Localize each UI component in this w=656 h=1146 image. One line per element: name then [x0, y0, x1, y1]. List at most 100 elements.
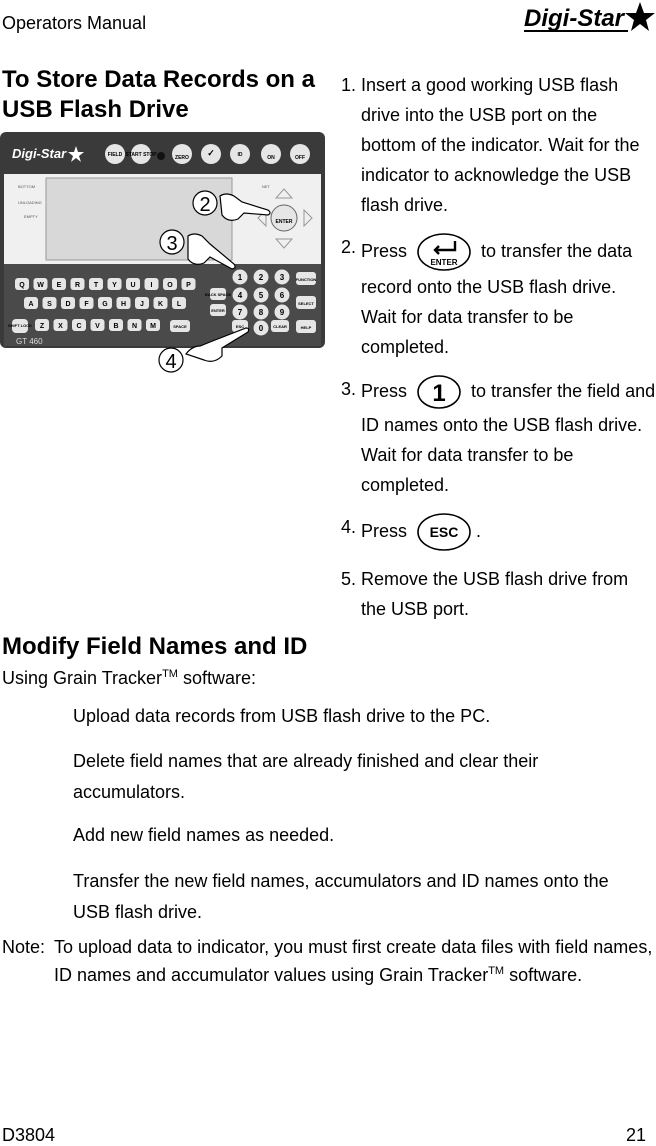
callout-3: 3: [159, 229, 236, 270]
letter-key-shape[interactable]: [42, 297, 57, 309]
number-key-shape[interactable]: [253, 304, 269, 320]
letter-key-label[interactable]: O: [167, 282, 173, 289]
letter-key-shape[interactable]: [135, 297, 149, 309]
letter-key-shape[interactable]: [52, 278, 66, 290]
key-select[interactable]: SELECT: [298, 301, 314, 306]
letter-key-label[interactable]: K: [158, 301, 163, 308]
letter-key-shape[interactable]: [146, 319, 160, 331]
key-enter[interactable]: ENTER: [211, 308, 225, 313]
letter-key-shape[interactable]: [126, 278, 140, 290]
number-key-shape[interactable]: [274, 287, 290, 303]
letter-key-shape[interactable]: [79, 297, 94, 309]
letter-key-label[interactable]: N: [132, 323, 137, 330]
letter-key-label[interactable]: E: [57, 282, 62, 289]
intro-text-tail: software:: [177, 668, 256, 688]
number-key-shape[interactable]: [274, 269, 290, 285]
key-on[interactable]: ON: [267, 155, 275, 161]
number-key-label[interactable]: 2: [259, 273, 264, 282]
key-off[interactable]: OFF: [295, 155, 305, 161]
letter-key-label[interactable]: B: [113, 323, 118, 330]
letter-key-shape[interactable]: [61, 297, 75, 309]
one-key-icon: 1: [417, 375, 461, 409]
letter-key-label[interactable]: U: [130, 282, 135, 289]
key-function[interactable]: FUNCTION: [296, 277, 317, 282]
top-key-row: FIELD START STOP ZERO ✓ ID ON OFF: [105, 144, 310, 164]
number-key-shape[interactable]: [253, 287, 269, 303]
number-key-shape[interactable]: [232, 269, 248, 285]
number-key-label[interactable]: 4: [238, 291, 243, 300]
letter-key-shape[interactable]: [70, 278, 85, 290]
letter-key-shape[interactable]: [153, 297, 168, 309]
letter-key-label[interactable]: J: [140, 301, 144, 308]
letter-key-shape[interactable]: [53, 319, 68, 331]
letter-key-shape[interactable]: [89, 278, 103, 290]
letter-key-shape[interactable]: [127, 319, 142, 331]
key-field[interactable]: FIELD: [108, 152, 123, 158]
letter-key-label[interactable]: V: [95, 323, 100, 330]
key-shift-lock[interactable]: SHIFT LOCK: [8, 323, 32, 328]
key-id[interactable]: ID: [238, 152, 243, 158]
key-zero[interactable]: ZERO: [175, 155, 189, 161]
letter-key-label[interactable]: I: [151, 282, 153, 289]
letter-key-shape[interactable]: [109, 319, 123, 331]
letter-key-label[interactable]: X: [58, 323, 63, 330]
letter-key-label[interactable]: A: [28, 301, 33, 308]
letter-key-label[interactable]: D: [65, 301, 70, 308]
key-esc[interactable]: ESC: [236, 324, 244, 329]
letter-key-shape[interactable]: [181, 278, 196, 290]
key-clear[interactable]: CLEAR: [273, 324, 287, 329]
svg-text:3: 3: [166, 233, 177, 255]
number-key-shape[interactable]: [253, 269, 269, 285]
letter-key-shape[interactable]: [107, 278, 122, 290]
number-key-label[interactable]: 5: [259, 291, 264, 300]
letter-key-shape[interactable]: [24, 297, 38, 309]
letter-key-label[interactable]: R: [75, 282, 80, 289]
numeric-keypad: 1 2 3 4 5 6 7 8 9 0: [232, 269, 290, 336]
label-empty: EMPTY: [24, 214, 38, 219]
letter-key-shape[interactable]: [33, 278, 48, 290]
letter-key-shape[interactable]: [172, 297, 186, 309]
device-brand: Digi-Star: [12, 146, 67, 161]
dpad-enter-key[interactable]: ENTER: [276, 219, 293, 225]
number-key-label[interactable]: 7: [238, 308, 243, 317]
letter-key-shape[interactable]: [72, 319, 86, 331]
letter-key-shape[interactable]: [116, 297, 131, 309]
key-start-stop[interactable]: START STOP: [125, 152, 157, 158]
letter-key-label[interactable]: S: [47, 301, 52, 308]
letter-key-label[interactable]: G: [102, 301, 108, 308]
task-item: Upload data records from USB flash drive…: [73, 706, 491, 726]
key-help[interactable]: HELP: [301, 325, 312, 330]
letter-key-shape[interactable]: [144, 278, 159, 290]
note-text-tail: software.: [509, 965, 583, 985]
letter-key-label[interactable]: Q: [19, 282, 25, 289]
number-key-shape[interactable]: [232, 304, 248, 320]
number-key-label[interactable]: 8: [259, 308, 264, 317]
number-key-shape[interactable]: [274, 304, 290, 320]
letter-key-label[interactable]: L: [177, 301, 182, 308]
letter-key-label[interactable]: Y: [112, 282, 117, 289]
number-key-label[interactable]: 1: [238, 273, 243, 282]
letter-key-label[interactable]: Z: [40, 323, 45, 330]
letter-key-shape[interactable]: [98, 297, 112, 309]
number-key-label[interactable]: 3: [280, 273, 285, 282]
note-body: To upload data to indicator, you must fi…: [54, 935, 656, 987]
letter-key-label[interactable]: P: [186, 282, 191, 289]
key-back-space[interactable]: BACK SPACE: [205, 292, 231, 297]
letter-key-label[interactable]: C: [76, 323, 81, 330]
letter-key-shape[interactable]: [15, 278, 29, 290]
letter-key-shape[interactable]: [35, 319, 49, 331]
letter-key-label[interactable]: H: [121, 301, 126, 308]
number-key-label[interactable]: 6: [280, 291, 285, 300]
number-key-label[interactable]: 0: [259, 324, 264, 333]
number-key-shape[interactable]: [232, 287, 248, 303]
number-key-label[interactable]: 9: [280, 308, 285, 317]
letter-key-shape[interactable]: [163, 278, 177, 290]
letter-key-label[interactable]: M: [150, 323, 156, 330]
letter-key-label[interactable]: W: [37, 282, 44, 289]
letter-key-label[interactable]: T: [94, 282, 99, 289]
number-key-shape[interactable]: [253, 320, 269, 336]
list-item: 2. Press ENTER to transfer the data reco…: [341, 232, 656, 362]
letter-key-label[interactable]: F: [84, 301, 89, 308]
letter-key-shape[interactable]: [90, 319, 105, 331]
key-space[interactable]: SPACE: [173, 324, 187, 329]
